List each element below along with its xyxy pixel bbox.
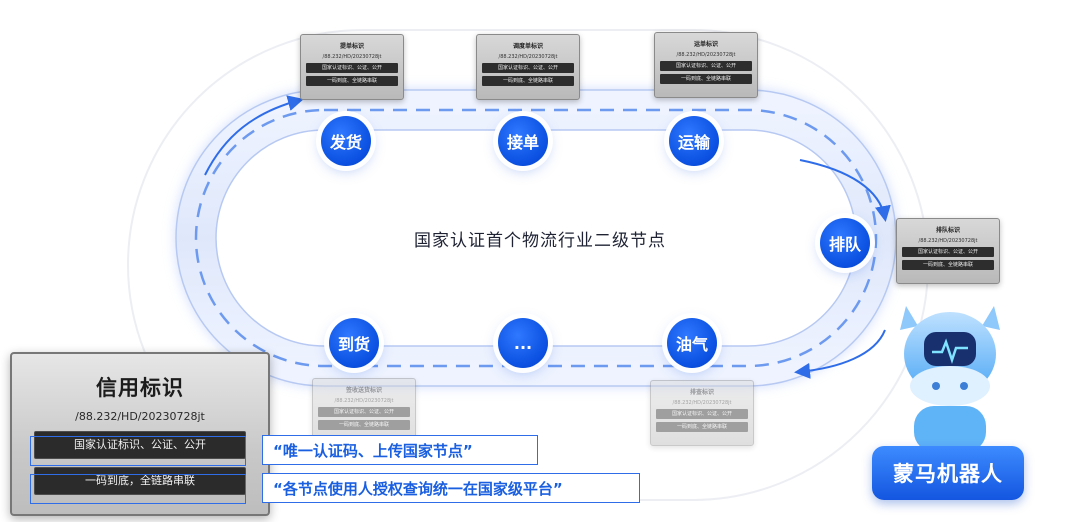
id-card-row: 国家认证标识、公证、公开 bbox=[306, 63, 398, 73]
flow-arrow-right-top bbox=[799, 159, 891, 222]
id-card-row: 国家认证标识、公证、公开 bbox=[318, 407, 410, 417]
node-queue[interactable]: 排队 bbox=[820, 218, 870, 268]
id-card: 运单标识 /88.232/HD/20230728jt 国家认证标识、公证、公开 … bbox=[654, 32, 758, 98]
id-card: 排队标识 /88.232/HD/20230728jt 国家认证标识、公证、公开 … bbox=[896, 218, 1000, 284]
id-card: 调度单标识 /88.232/HD/20230728jt 国家认证标识、公证、公开… bbox=[476, 34, 580, 100]
credit-id-card: 信用标识 /88.232/HD/20230728jt 国家认证标识、公证、公开 … bbox=[10, 352, 270, 516]
id-card-title: 运单标识 bbox=[693, 41, 718, 48]
row-highlight bbox=[30, 474, 246, 504]
id-card-title: 提单标识 bbox=[339, 43, 364, 50]
id-card-row: 一码到底、全链路串联 bbox=[306, 76, 398, 86]
node-more[interactable]: ... bbox=[498, 318, 548, 368]
id-card-row: 国家认证标识、公证、公开 bbox=[902, 247, 994, 257]
callout-unique-code: “唯一认证码、上传国家节点” bbox=[262, 435, 538, 465]
id-card-title: 排队标识 bbox=[935, 227, 960, 234]
id-card-id: /88.232/HD/20230728jt bbox=[322, 54, 382, 60]
node-arrive[interactable]: 到货 bbox=[329, 318, 379, 368]
id-card-row: 国家认证标识、公证、公开 bbox=[656, 409, 748, 419]
credit-id-row-certified: 国家认证标识、公证、公开 bbox=[34, 431, 246, 459]
id-card: 提单标识 /88.232/HD/20230728jt 国家认证标识、公证、公开 … bbox=[300, 34, 404, 100]
flow-arrow-top-left bbox=[204, 95, 304, 176]
id-card-row: 国家认证标识、公证、公开 bbox=[482, 63, 574, 73]
node-ship[interactable]: 发货 bbox=[321, 116, 371, 166]
robot-label: 蒙马机器人 bbox=[872, 446, 1024, 500]
node-transport[interactable]: 运输 bbox=[669, 116, 719, 166]
center-title: 国家认证首个物流行业二级节点 bbox=[414, 231, 666, 251]
id-card-row: 一码到底、全链路串联 bbox=[482, 76, 574, 86]
id-card-row: 一码到底、全链路串联 bbox=[318, 420, 410, 430]
credit-id-row-chain: 一码到底，全链路串联 bbox=[34, 467, 246, 495]
id-card-id: /88.232/HD/20230728jt bbox=[498, 54, 558, 60]
id-card: 排查标识 /88.232/HD/20230728jt 国家认证标识、公证、公开 … bbox=[650, 380, 754, 446]
id-card-id: /88.232/HD/20230728jt bbox=[672, 400, 732, 406]
id-card-title: 签收送货标识 bbox=[345, 387, 382, 394]
id-card-id: /88.232/HD/20230728jt bbox=[676, 52, 736, 58]
id-card-id: /88.232/HD/20230728jt bbox=[918, 238, 978, 244]
callout-national-platform: “各节点使用人授权查询统一在国家级平台” bbox=[262, 473, 640, 503]
id-card: 签收送货标识 /88.232/HD/20230728jt 国家认证标识、公证、公… bbox=[312, 378, 416, 444]
flow-arrow-right-bottom bbox=[794, 329, 886, 379]
id-card-row: 一码到底、全链路串联 bbox=[902, 260, 994, 270]
id-card-id: /88.232/HD/20230728jt bbox=[334, 398, 394, 404]
id-card-row: 一码到底、全链路串联 bbox=[660, 74, 752, 84]
row-highlight bbox=[30, 436, 246, 466]
credit-id-title: 信用标识 bbox=[96, 376, 184, 400]
node-oil-gas[interactable]: 油气 bbox=[667, 318, 717, 368]
id-card-title: 排查标识 bbox=[689, 389, 714, 396]
credit-id-code: /88.232/HD/20230728jt bbox=[75, 410, 205, 423]
node-accept[interactable]: 接单 bbox=[498, 116, 548, 166]
id-card-row: 一码到底、全链路串联 bbox=[656, 422, 748, 432]
id-card-title: 调度单标识 bbox=[512, 43, 543, 50]
robot-mascot-icon bbox=[900, 306, 1000, 452]
id-card-row: 国家认证标识、公证、公开 bbox=[660, 61, 752, 71]
